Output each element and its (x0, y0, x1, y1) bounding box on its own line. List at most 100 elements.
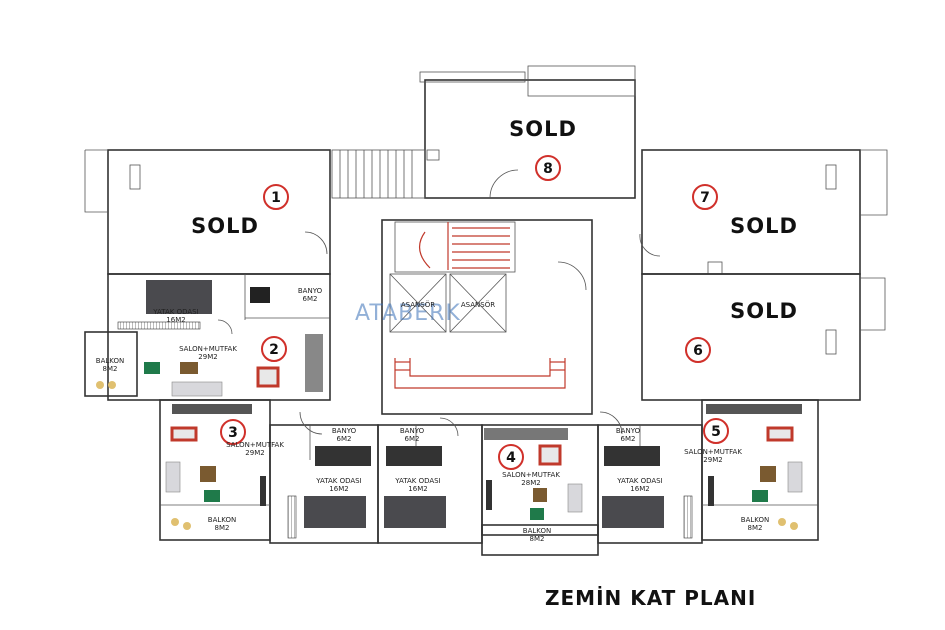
svg-text:2: 2 (269, 342, 279, 358)
bed (146, 280, 212, 314)
armchair (530, 508, 544, 520)
svg-text:5: 5 (711, 424, 721, 440)
room-name: BANYO (298, 287, 323, 295)
room-area: 29M2 (245, 449, 264, 457)
svg-text:6: 6 (693, 343, 703, 359)
kitchen-counter (484, 428, 568, 440)
room-area: 29M2 (703, 456, 722, 464)
room-name: BANYO (616, 427, 641, 435)
bed (384, 496, 446, 528)
dining-table (538, 444, 562, 466)
kitchen-counter (172, 404, 252, 414)
radiator (117, 321, 201, 330)
kitchen-counter (305, 334, 323, 392)
balcony-chair (108, 381, 116, 389)
room-name: SALON+MUTFAK (684, 448, 742, 456)
unit-8-status: SOLD (509, 117, 577, 141)
room-area: 6M2 (303, 295, 318, 303)
kitchen-counter (706, 404, 802, 414)
bed (304, 496, 366, 528)
coffee-table (533, 488, 547, 502)
room-area: 16M2 (408, 485, 427, 493)
unit-badge-7: 7 (692, 184, 718, 210)
walls (84, 65, 888, 556)
room-name: SALON+MUTFAK (502, 471, 560, 479)
svg-text:8: 8 (543, 161, 553, 177)
balcony-chair (183, 522, 191, 530)
room-area: 6M2 (405, 435, 420, 443)
dining-table (766, 426, 794, 442)
room-area: 16M2 (166, 316, 185, 324)
elevator-label: ASANSÖR (401, 300, 435, 309)
entrance-stairs (331, 149, 426, 199)
sofa (171, 381, 223, 397)
unit-badges: 1 2 3 4 5 6 7 8 (220, 155, 729, 470)
room-name: YATAK ODASI (394, 477, 440, 485)
armchair (144, 362, 160, 374)
armchair (752, 490, 768, 502)
room-area: 16M2 (329, 485, 348, 493)
radiator (683, 495, 693, 539)
unit-7-status: SOLD (730, 214, 798, 238)
room-name: YATAK ODASI (315, 477, 361, 485)
balcony-chair (790, 522, 798, 530)
balcony-chair (96, 381, 104, 389)
room-area: 8M2 (530, 535, 545, 543)
svg-text:4: 4 (506, 450, 516, 466)
room-name: BALKON (208, 516, 236, 524)
room-name: YATAK ODASI (152, 308, 198, 316)
radiator (287, 495, 297, 539)
sofa (787, 461, 803, 493)
unit-badge-4: 4 (498, 444, 524, 470)
furniture (96, 280, 803, 539)
coffee-table (760, 466, 776, 482)
bathroom-fixture (315, 446, 371, 466)
dining-table (256, 366, 280, 388)
unit-badge-5: 5 (703, 418, 729, 444)
tv-unit (260, 476, 266, 506)
tv-unit (486, 480, 492, 510)
unit-badge-6: 6 (685, 337, 711, 363)
svg-text:3: 3 (228, 425, 238, 441)
room-name: BALKON (96, 357, 124, 365)
sofa (165, 461, 181, 493)
svg-text:7: 7 (700, 190, 710, 206)
room-area: 6M2 (621, 435, 636, 443)
room-name: SALON+MUTFAK (226, 441, 284, 449)
svg-text:1: 1 (271, 190, 281, 206)
unit-badge-3: 3 (220, 419, 246, 445)
tv-unit (708, 476, 714, 506)
elevator-label: ASANSÖR (461, 300, 495, 309)
room-name: BALKON (523, 527, 551, 535)
balcony-chair (171, 518, 179, 526)
room-area: 8M2 (215, 524, 230, 532)
room-area: 6M2 (337, 435, 352, 443)
balcony-chair (778, 518, 786, 526)
bathroom-fixture (250, 287, 270, 303)
armchair (204, 490, 220, 502)
bed (602, 496, 664, 528)
sofa (567, 483, 583, 513)
room-area: 29M2 (198, 353, 217, 361)
bathroom-fixture (604, 446, 660, 466)
room-area: 8M2 (103, 365, 118, 373)
room-area: 16M2 (630, 485, 649, 493)
dining-table (170, 426, 198, 442)
unit-6-status: SOLD (730, 299, 798, 323)
room-labels: YATAK ODASI 16M2 BANYO 6M2 SALON+MUTFAK … (96, 287, 769, 543)
room-area: 28M2 (521, 479, 540, 487)
watermark: ATABERK (355, 301, 461, 326)
room-name: BANYO (332, 427, 357, 435)
core (389, 221, 587, 389)
room-name: YATAK ODASI (616, 477, 662, 485)
plan-title: ZEMİN KAT PLANI (545, 586, 756, 610)
unit-badge-8: 8 (535, 155, 561, 181)
room-name: SALON+MUTFAK (179, 345, 237, 353)
room-area: 8M2 (748, 524, 763, 532)
unit-badge-1: 1 (263, 184, 289, 210)
room-name: BALKON (741, 516, 769, 524)
room-name: BANYO (400, 427, 425, 435)
bathroom-fixture (386, 446, 442, 466)
coffee-table (200, 466, 216, 482)
